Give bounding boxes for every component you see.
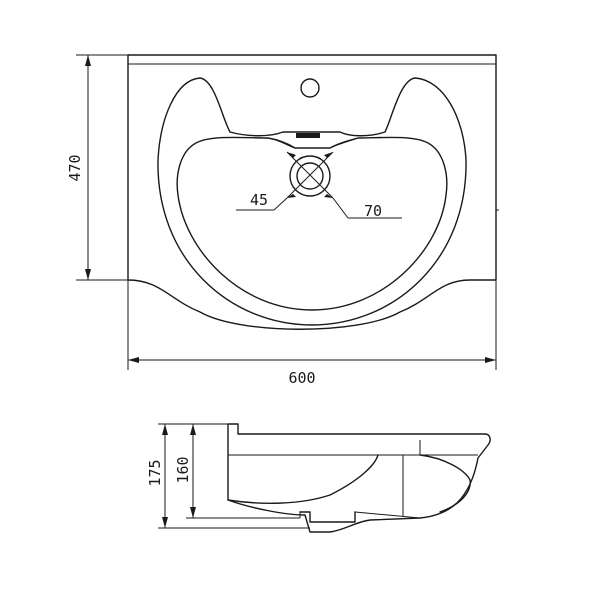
drain-leader-45 (273, 197, 288, 211)
side-bowl-curve (227, 454, 379, 504)
depth-arrow-bottom (85, 269, 91, 280)
drain-leader-b (286, 151, 334, 199)
drain-arrow-c (287, 194, 296, 198)
width-arrow-left (128, 357, 139, 363)
overflow-slot (296, 133, 320, 138)
drain-inner-dimension: 45 (250, 191, 268, 209)
side-profile-outline (227, 423, 491, 533)
side-view: 175 160 (146, 423, 491, 533)
height160-arrow-top (190, 424, 196, 435)
top-view: 45 70 470 600 (66, 54, 499, 387)
overflow-bridge (267, 137, 359, 149)
drain-leader-70 (332, 197, 349, 219)
drain-arrow-a (287, 152, 296, 158)
faucet-hole (300, 78, 320, 98)
drain-inner-circle (296, 162, 324, 190)
drain-arrow-b (324, 152, 333, 158)
height175-label: 175 (146, 459, 164, 486)
width-arrow-right (485, 357, 496, 363)
drain-arrow-d (324, 194, 333, 198)
height160-arrow-bottom (190, 507, 196, 518)
basin-outer-outline (127, 54, 497, 330)
width-dimension-label: 600 (288, 369, 315, 387)
basin-rim-outline (157, 77, 467, 326)
depth-dimension-label: 470 (66, 154, 84, 181)
side-bottom-rim (354, 511, 421, 519)
drain-outer-dimension: 70 (364, 202, 382, 220)
height175-arrow-top (162, 424, 168, 435)
side-drain-stub (299, 511, 356, 523)
side-bowl-right (419, 454, 471, 513)
depth-arrow-top (85, 55, 91, 66)
height175-arrow-bottom (162, 517, 168, 528)
height160-label: 160 (174, 456, 192, 483)
drain-outer-circle (289, 155, 331, 197)
